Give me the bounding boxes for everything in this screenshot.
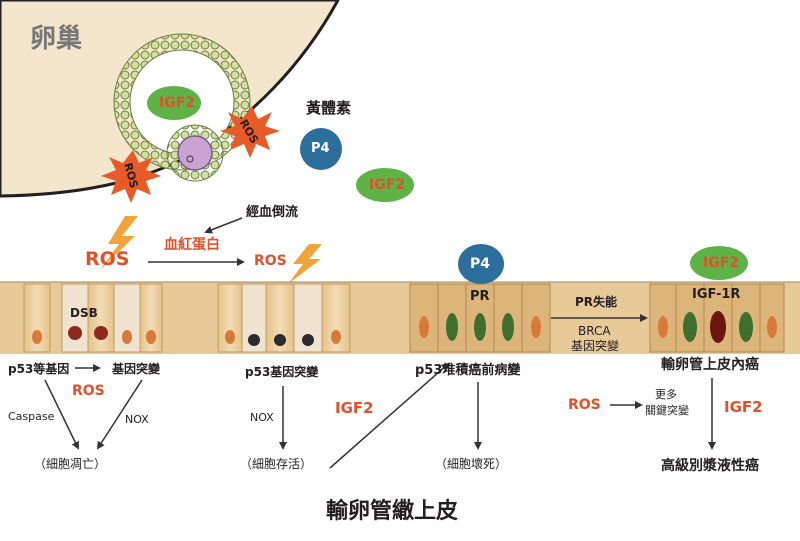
igf2-survival-label: IGF2	[335, 399, 374, 417]
brca-label: BRCA	[578, 324, 611, 338]
p53-mutation-label: p53基因突變	[245, 365, 319, 379]
lightning-icon	[288, 244, 322, 284]
p53-precancer-label: p53堆積癌前病變	[415, 363, 521, 378]
pr-loss-label: PR失能	[575, 295, 618, 309]
retrograde-label: 經血倒流	[246, 205, 299, 220]
survival-label: （細胞存活）	[240, 457, 313, 471]
ros-more-label: ROS	[568, 397, 601, 413]
cell-group-3	[409, 283, 551, 353]
ros-mid-label: ROS	[254, 253, 287, 269]
hemoglobin-label: 血紅蛋白	[164, 237, 220, 253]
p4-text: P4	[311, 141, 330, 156]
ros-star-icon	[101, 150, 161, 203]
nox-label-2: NOX	[250, 411, 274, 424]
igf2-text: IGF2	[369, 177, 406, 193]
caspase-label: Caspase	[8, 410, 55, 423]
p4-receptor-text: P4	[470, 256, 491, 272]
oocyte-icon	[177, 135, 213, 171]
p4-receptor-badge	[458, 244, 504, 284]
hg-serous-label: 高級別漿液性癌	[661, 458, 759, 474]
cell-nucleus-icon	[32, 330, 42, 344]
ovary-label: 卵巢	[30, 24, 83, 54]
igf2-receptor-text: IGF2	[703, 255, 740, 271]
p53-genes-label: p53等基因	[8, 362, 70, 376]
igf1r-label: IGF-1R	[692, 287, 741, 302]
tube-cancer-label: 輸卵管上皮內癌	[661, 357, 759, 373]
pr-label: PR	[470, 289, 490, 304]
p4-badge	[300, 128, 342, 170]
igf2-receptor-badge	[690, 246, 748, 280]
igf2-badge	[356, 168, 414, 202]
dsb-label: DSB	[70, 306, 98, 320]
cell-group-2	[217, 283, 351, 353]
ros-left-label: ROS	[85, 248, 130, 270]
brca-mutation-label: 基因突變	[571, 339, 620, 353]
igf2-cancer-label: IGF2	[724, 398, 763, 416]
cell-group-4	[649, 283, 785, 353]
lightning-icon	[100, 216, 138, 270]
corpus-luteum-label: 黃體素	[306, 99, 352, 117]
igf2-ovary-text: IGF2	[159, 95, 196, 111]
necrosis-label: （細胞壞死）	[435, 457, 508, 471]
igf2-ovary-badge	[147, 86, 201, 120]
ros-apoptosis-label: ROS	[72, 383, 105, 399]
gene-mutation-label: 基因突變	[112, 362, 161, 376]
apoptosis-label: （細胞凋亡）	[34, 457, 107, 471]
key-mutation-label: 關鍵突變	[645, 404, 689, 417]
tube-epithelium-title: 輸卵管繖上皮	[326, 499, 459, 524]
more-label: 更多	[655, 388, 677, 401]
ros-star-icon	[220, 106, 280, 158]
nox-label-1: NOX	[125, 413, 149, 426]
cell-group-1	[23, 283, 163, 353]
